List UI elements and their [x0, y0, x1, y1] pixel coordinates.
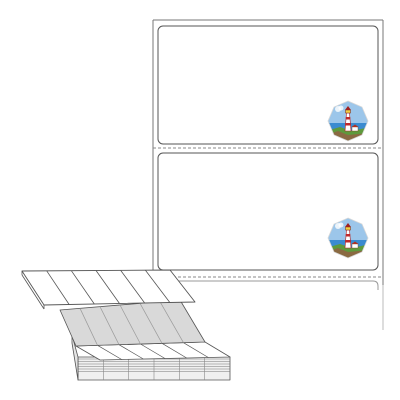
stack-label-divider: [71, 270, 95, 305]
fold-divider: [99, 306, 120, 345]
stack-label-divider: [120, 270, 145, 304]
fold-panel: [59, 299, 206, 347]
stack-label-divider: [97, 345, 122, 360]
stack-label-divider: [95, 270, 120, 304]
stack-label-divider: [46, 270, 70, 305]
fold-divider: [139, 303, 163, 344]
stack-sheet-edge: [21, 274, 45, 310]
fold-divider: [119, 304, 141, 345]
fold-divider: [79, 308, 98, 346]
label-3-partial: [157, 280, 379, 290]
fanfold-stack: [21, 269, 231, 381]
label-liner: [152, 19, 384, 330]
label-1: [157, 25, 379, 145]
stack-label-divider: [183, 342, 209, 358]
stack-label-divider: [140, 343, 166, 359]
stack-label-divider: [145, 269, 171, 303]
stack-label-divider: [161, 343, 187, 359]
fold-divider: [159, 301, 184, 343]
stack-label-divider: [118, 344, 144, 360]
label-2: [157, 152, 379, 271]
